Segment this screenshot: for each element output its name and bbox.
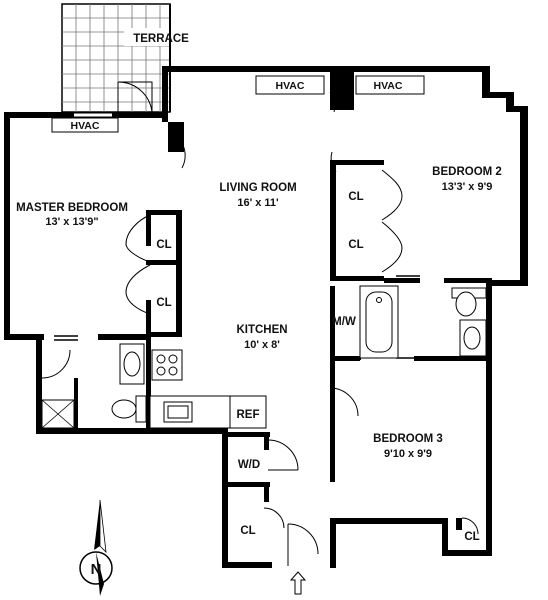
hvac-label-living: HVAC bbox=[276, 80, 305, 92]
master-bedroom-label: MASTER BEDROOM bbox=[16, 202, 128, 214]
entry-arrow bbox=[289, 571, 307, 595]
terrace-label: TERRACE bbox=[133, 33, 189, 45]
windows bbox=[74, 66, 482, 118]
mw-label: M/W bbox=[332, 316, 356, 328]
terrace-area bbox=[61, 3, 198, 113]
hvac-label-master: HVAC bbox=[71, 120, 100, 132]
door-tracks bbox=[54, 275, 480, 359]
living-room-label: LIVING ROOM bbox=[219, 182, 296, 194]
closet-label-entry: CL bbox=[240, 525, 255, 537]
closet-label-bedroom3: CL bbox=[464, 531, 479, 543]
closet-label-master-2: CL bbox=[156, 297, 171, 309]
fixtures bbox=[41, 285, 487, 430]
closet-label-master-1: CL bbox=[156, 239, 171, 251]
north-compass bbox=[79, 499, 113, 596]
closet-label-bedroom2-1: CL bbox=[348, 191, 363, 203]
hvac-units bbox=[51, 75, 425, 133]
bedroom-2-dims: 13'3' x 9'9 bbox=[442, 181, 493, 193]
closet-label-bedroom2-2: CL bbox=[348, 239, 363, 251]
living-room-dims: 16' x 11' bbox=[237, 197, 279, 209]
bedroom-3-dims: 9'10 x 9'9 bbox=[384, 448, 432, 460]
walls bbox=[4, 66, 528, 568]
bedroom-2-label: BEDROOM 2 bbox=[432, 166, 502, 178]
doors bbox=[41, 81, 479, 566]
kitchen-dims: 10' x 8' bbox=[244, 339, 280, 351]
kitchen-label: KITCHEN bbox=[236, 324, 287, 336]
ref-label: REF bbox=[237, 409, 260, 421]
master-bedroom-dims: 13' x 13'9" bbox=[45, 216, 98, 228]
wd-label: W/D bbox=[238, 459, 260, 471]
hvac-label-bedroom2: HVAC bbox=[374, 80, 403, 92]
north-letter: N bbox=[91, 561, 102, 578]
bedroom-3-label: BEDROOM 3 bbox=[373, 433, 443, 445]
